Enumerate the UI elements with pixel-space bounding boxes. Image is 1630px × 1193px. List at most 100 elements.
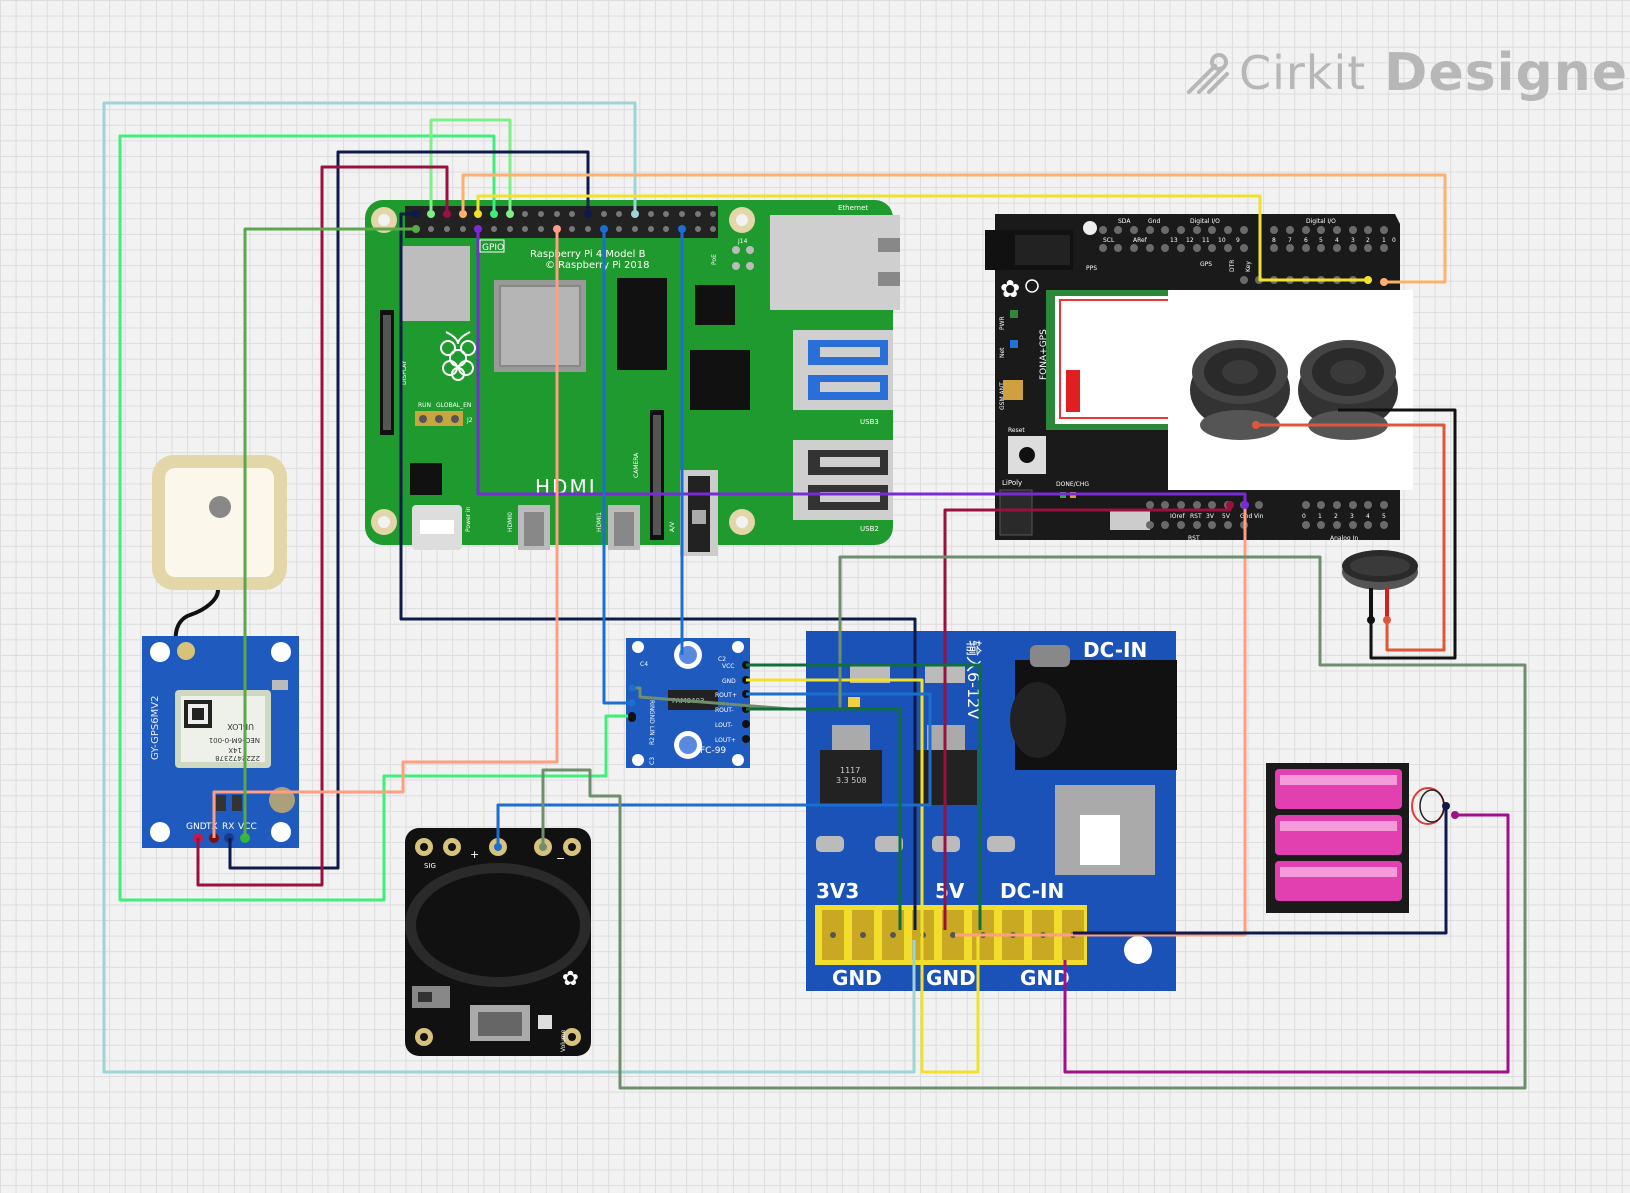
shield-pin-9: 9 — [1236, 237, 1240, 244]
shield-digital-io-label-1: Digital I/O — [1190, 218, 1220, 225]
amp-pin-gnd-right: GND — [722, 678, 736, 685]
regulator-text-2: 3.3 508 — [836, 776, 867, 785]
battery-pack[interactable] — [1266, 763, 1445, 913]
wire-salmon-2[interactable] — [955, 505, 1247, 937]
wire-lightblue[interactable] — [102, 101, 916, 1074]
power-board-side-text: 输入6-12V — [964, 640, 983, 719]
amp-pin-vcc: VCC — [722, 663, 734, 670]
amp-pin-lout-minus: LOUT- — [715, 722, 733, 729]
amp-pin-lout-plus: LOUT+ — [715, 737, 736, 744]
shield-analog-5: 5 — [1382, 513, 1386, 520]
gps-pin-rx: RX — [222, 822, 234, 832]
joystick-minus-label: − — [556, 852, 565, 865]
gnd-label-2: GND — [926, 966, 976, 990]
gps-module-label: GY-GPS6MV2 — [150, 696, 161, 760]
wire-darkgreen-2[interactable] — [746, 707, 902, 930]
wire-purple[interactable] — [476, 229, 1247, 505]
gps-chip-text-2: NEO-6M-0-001 — [209, 736, 260, 744]
wire-endpoints — [412, 210, 1459, 819]
microphone[interactable] — [1342, 550, 1418, 620]
shield-power-pin-rst: RST — [1190, 513, 1202, 520]
shield-gps-label: GPS — [1200, 261, 1212, 268]
audio-amplifier-pam8403[interactable]: PAM8403 FC-99 C4 C2 R2 C3 RIN GND LIN VC… — [626, 638, 750, 768]
wire-gps-green[interactable] — [243, 227, 416, 838]
wire-yellow-2[interactable] — [746, 678, 980, 1074]
audio-speaker-board[interactable]: SIG + − ✿ Volume — [405, 828, 591, 1056]
gps-chip-text-3: 14X — [228, 746, 242, 754]
av-label: A/V — [669, 521, 676, 532]
shield-scl-label: SCL — [1103, 237, 1115, 244]
wire-green[interactable] — [118, 134, 632, 902]
poe-label: PoE — [711, 254, 718, 265]
regulator-text-1: 1117 — [840, 766, 860, 775]
cirkit-designer-logo: Cirkit Designer — [1185, 38, 1630, 108]
amp-cap-c3: C3 — [649, 757, 656, 765]
joystick-plus-label: + — [470, 848, 479, 861]
shield-pin-12: 12 — [1186, 237, 1194, 244]
wire-orange[interactable] — [461, 173, 1447, 284]
shield-analog-in-label: Analog In — [1330, 535, 1358, 542]
gps-antenna[interactable] — [152, 455, 287, 654]
wire-blue-3[interactable] — [496, 692, 932, 847]
usb2-label: USB2 — [860, 525, 879, 533]
shield-pin-1: 1 — [1382, 237, 1386, 244]
wire-speaker-red[interactable] — [1256, 423, 1446, 652]
dc-in-top-label: DC-IN — [1083, 638, 1147, 662]
shield-analog-2: 2 — [1334, 513, 1338, 520]
wire-navy-1[interactable] — [228, 150, 590, 870]
shield-pwr-label: PWR — [999, 316, 1006, 330]
shield-pin-8: 8 — [1272, 237, 1276, 244]
gnd-label-3: GND — [1020, 966, 1070, 990]
wire-navy-2[interactable] — [399, 212, 917, 930]
shield-analog-4: 4 — [1366, 513, 1370, 520]
j2-label: J2 — [466, 417, 473, 424]
gps-chip-text-4: 2Z22472378 — [215, 754, 260, 762]
gpio-header[interactable] — [405, 206, 718, 238]
adafruit-star-icon: ✿ — [1000, 275, 1020, 303]
shield-analog-3: 3 — [1350, 513, 1354, 520]
wire-salmon-1[interactable] — [212, 229, 559, 838]
shield-digital-io-label-2: Digital I/O — [1306, 218, 1336, 225]
run-label: RUN — [418, 402, 431, 409]
pi-title-line1: Raspberry Pi 4 Model B — [530, 249, 646, 260]
shield-pin-4: 4 — [1335, 237, 1339, 244]
gps-module[interactable]: UBLOX NEO-6M-0-001 14X 2Z22472378 GY-GPS… — [142, 636, 299, 848]
shield-pin-2: 2 — [1366, 237, 1370, 244]
wire-maroon-1[interactable] — [196, 165, 449, 887]
usb3-label: USB3 — [860, 418, 879, 426]
ethernet-label: Ethernet — [838, 204, 868, 212]
shield-aref-label: ARef — [1133, 237, 1148, 244]
ethernet-port[interactable] — [770, 215, 900, 310]
wire-blue-1[interactable] — [602, 229, 632, 705]
shield-lipoly-label: LiPoly — [1002, 479, 1022, 487]
wire-navy-battery[interactable] — [1073, 806, 1448, 935]
amp-pin-rout-minus: ROUT- — [715, 707, 734, 714]
amp-cap-c2: C2 — [718, 656, 726, 663]
wire-greygreen-1[interactable] — [541, 555, 1527, 1090]
shield-pin-11: 11 — [1202, 237, 1210, 244]
amp-cap-c4: C4 — [640, 661, 648, 668]
wire-magenta[interactable] — [1063, 813, 1510, 1074]
brand-name-bold: Designer — [1384, 43, 1630, 103]
wire-yellow-1[interactable] — [476, 194, 1368, 282]
shield-pin-13: 13 — [1170, 237, 1178, 244]
shield-pin-7: 7 — [1288, 237, 1292, 244]
rail-label-5v: 5V — [935, 879, 965, 903]
speaker-left[interactable] — [1190, 340, 1290, 440]
joystick-volume-label: Volume — [560, 1029, 567, 1052]
shield-reset-label: Reset — [1008, 427, 1025, 434]
raspberry-pi-4[interactable]: GPIO Raspberry Pi 4 Model B © Raspberry … — [365, 200, 900, 556]
rail-label-3v3: 3V3 — [816, 879, 859, 903]
cirkit-logo-icon — [1187, 53, 1229, 94]
shield-dtr-label: DTR — [1229, 260, 1236, 272]
gps-pin-tx: TX — [205, 822, 218, 832]
fona-gps-shield[interactable]: SDA Gnd Digital I/O Digital I/O SCL ARef… — [985, 214, 1413, 542]
fona-gps-label: FONA+GPS — [1039, 329, 1049, 380]
shield-pin-5: 5 — [1319, 237, 1323, 244]
shield-power-pin-3v: 3V — [1206, 513, 1215, 520]
shield-analog-1: 1 — [1318, 513, 1322, 520]
wire-speaker-black[interactable] — [1338, 408, 1457, 660]
wire-darkgreen[interactable] — [746, 663, 982, 930]
power-supply-board[interactable]: DC-IN 输入6-12V 1117 3.3 508 3V3 5V DC-IN — [806, 631, 1177, 991]
